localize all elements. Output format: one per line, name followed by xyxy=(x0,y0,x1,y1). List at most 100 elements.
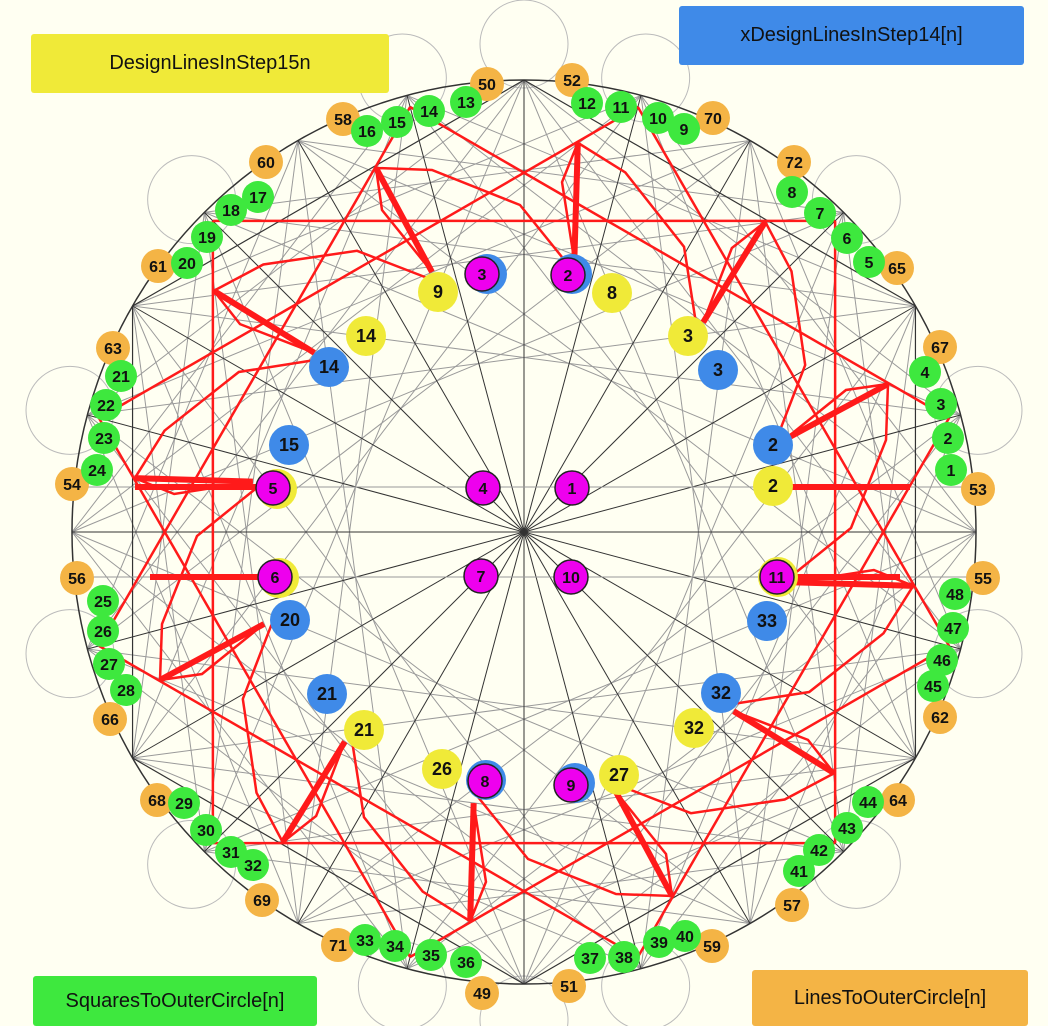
construction-line xyxy=(71,531,844,853)
magenta-marker: 9 xyxy=(553,767,589,803)
green-square-marker: 20 xyxy=(171,247,203,279)
blue-marker: 14 xyxy=(309,347,349,387)
construction-line xyxy=(203,140,299,852)
construction-line xyxy=(297,140,961,416)
legend-design-lines-step15: DesignLinesInStep15n xyxy=(31,34,389,93)
magenta-marker: 3 xyxy=(464,256,500,292)
construction-line xyxy=(203,79,525,852)
diameter-line xyxy=(406,95,642,969)
construction-line xyxy=(86,140,299,650)
blue-marker: 20 xyxy=(270,600,310,640)
construction-line xyxy=(71,95,642,533)
orange-marker: 66 xyxy=(93,702,127,736)
green-square-marker: 22 xyxy=(90,389,122,421)
construction-line xyxy=(640,95,751,924)
construction-line xyxy=(87,79,525,416)
marker-label: 55 xyxy=(974,571,992,588)
construction-line xyxy=(203,212,299,924)
design-frame-line xyxy=(636,106,951,647)
green-square-marker: 32 xyxy=(237,849,269,881)
construction-line xyxy=(523,414,961,985)
orange-marker: 71 xyxy=(321,928,355,962)
blue-marker: 3 xyxy=(698,350,738,390)
green-square-marker: 27 xyxy=(93,648,125,680)
marker-label: 14 xyxy=(420,104,438,121)
marker-label: 20 xyxy=(280,610,300,630)
green-square-marker: 23 xyxy=(88,422,120,454)
marker-label: 4 xyxy=(479,481,488,498)
marker-label: 11 xyxy=(769,570,786,587)
construction-line xyxy=(132,305,642,969)
green-square-marker: 30 xyxy=(190,814,222,846)
orange-marker: 65 xyxy=(880,251,914,285)
construction-line xyxy=(71,531,408,969)
marker-label: 69 xyxy=(253,893,271,910)
marker-label: 72 xyxy=(785,155,803,172)
marker-label: 37 xyxy=(581,951,599,968)
construction-line xyxy=(132,648,961,759)
marker-label: 27 xyxy=(100,657,118,674)
marker-label: 21 xyxy=(354,720,374,740)
marker-label: 64 xyxy=(889,793,907,810)
marker-label: 27 xyxy=(609,765,629,785)
design-frame-line xyxy=(409,105,950,420)
design-frame-line xyxy=(97,106,412,647)
marker-label: 54 xyxy=(63,477,81,494)
construction-line xyxy=(87,140,751,416)
construction-line xyxy=(87,140,751,650)
yellow-marker: 9 xyxy=(418,272,458,312)
green-square-marker: 18 xyxy=(215,194,247,226)
green-square-marker: 39 xyxy=(643,926,675,958)
orange-marker: 56 xyxy=(60,561,94,595)
construction-line xyxy=(523,212,845,985)
construction-line xyxy=(406,531,977,969)
construction-line xyxy=(297,140,408,969)
legend-lines-to-outer-circle: LinesToOuterCircle[n] xyxy=(752,970,1028,1026)
construction-line xyxy=(406,95,916,759)
yellow-marker: 32 xyxy=(674,708,714,748)
marker-label: 12 xyxy=(578,96,596,113)
green-square-marker: 14 xyxy=(413,95,445,127)
marker-label: 10 xyxy=(562,570,580,587)
design-frame-line xyxy=(97,417,412,958)
orange-marker: 53 xyxy=(961,472,995,506)
marker-label: 47 xyxy=(944,621,962,638)
green-square-marker: 11 xyxy=(605,91,637,123)
marker-label: 33 xyxy=(356,933,374,950)
marker-label: 35 xyxy=(422,948,440,965)
magenta-marker: 4 xyxy=(465,470,501,506)
marker-label: 29 xyxy=(175,796,193,813)
marker-label: 9 xyxy=(433,282,443,302)
green-square-marker: 10 xyxy=(642,102,674,134)
construction-line xyxy=(297,140,844,213)
legend-squares-to-outer-circle: SquaresToOuterCircle[n] xyxy=(33,976,317,1026)
marker-label: 49 xyxy=(473,986,491,1003)
marker-label: 7 xyxy=(477,569,486,586)
construction-line xyxy=(406,94,916,307)
magenta-marker: 8 xyxy=(467,763,503,799)
yellow-marker: 2 xyxy=(753,466,793,506)
marker-label: 26 xyxy=(432,759,452,779)
construction-line xyxy=(87,79,525,650)
green-square-marker: 7 xyxy=(804,197,836,229)
marker-label: 20 xyxy=(178,256,196,273)
construction-line xyxy=(204,851,751,924)
marker-label: 50 xyxy=(478,77,496,94)
construction-line xyxy=(297,851,844,924)
green-square-marker: 3 xyxy=(925,388,957,420)
yellow-marker: 26 xyxy=(422,749,462,789)
orange-marker: 62 xyxy=(923,700,957,734)
green-square-marker: 8 xyxy=(776,176,808,208)
green-square-marker: 24 xyxy=(81,454,113,486)
magenta-marker: 2 xyxy=(550,257,586,293)
construction-line xyxy=(87,648,525,985)
magenta-marker: 6 xyxy=(257,559,293,595)
marker-label: 31 xyxy=(222,845,240,862)
construction-line xyxy=(523,648,961,985)
marker-label: 46 xyxy=(933,653,951,670)
marker-label: 32 xyxy=(244,858,262,875)
green-square-marker: 19 xyxy=(191,221,223,253)
marker-label: 9 xyxy=(680,122,689,139)
orange-marker: 69 xyxy=(245,883,279,917)
